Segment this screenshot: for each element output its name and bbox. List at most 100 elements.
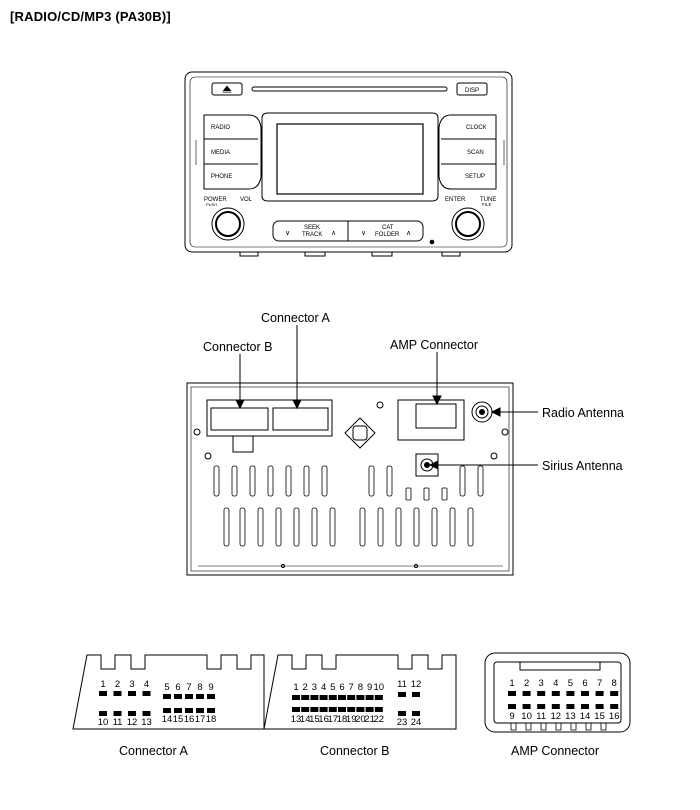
pin-label: 12 (551, 711, 562, 722)
eject-icon[interactable] (222, 85, 232, 93)
seek-up-icon[interactable]: ∧ (331, 230, 336, 237)
pin-label: 2 (115, 679, 120, 690)
pin-label: 22 (374, 714, 385, 725)
track-label[interactable]: TRACK (302, 232, 322, 238)
pin-contact (551, 691, 560, 696)
pin-label: 19 (346, 714, 357, 725)
pin-contact (174, 694, 182, 699)
pin-contact (356, 695, 365, 700)
seek-down-icon[interactable]: ∨ (285, 230, 290, 237)
pin-contact (398, 711, 406, 716)
pin-label: 10 (374, 682, 385, 693)
pin-label: 3 (129, 679, 134, 690)
pin-contact (328, 707, 337, 712)
sirius-antenna-callout: Sirius Antenna (542, 459, 623, 473)
pin-label: 23 (397, 717, 408, 728)
radio-rear-panel (186, 382, 514, 576)
pin-contact (356, 707, 365, 712)
radio-button[interactable]: RADIO (211, 125, 230, 131)
pin-label: 1 (293, 682, 298, 693)
pin-contact (347, 707, 356, 712)
pin-contact (347, 695, 356, 700)
pin-label: 6 (339, 682, 344, 693)
radio-front-panel (184, 71, 513, 257)
connector-b-callout: Connector B (203, 340, 272, 354)
pin-label: 9 (367, 682, 372, 693)
clock-button[interactable]: CLOCK (466, 125, 487, 131)
pin-contact (365, 707, 374, 712)
setup-button[interactable]: SETUP (465, 174, 485, 180)
pin-label: 8 (612, 678, 617, 689)
pin-contact (319, 695, 328, 700)
pin-label: 10 (521, 711, 532, 722)
pin-contact (310, 707, 319, 712)
pin-label: 10 (98, 717, 109, 728)
pin-contact (412, 692, 420, 697)
pin-contact (185, 694, 193, 699)
pin-contact (142, 691, 151, 696)
pin-contact (610, 691, 619, 696)
pin-contact (508, 691, 516, 696)
connector-b-caption: Connector B (320, 744, 389, 758)
phone-button[interactable]: PHONE (211, 174, 232, 180)
pin-label: 7 (349, 682, 354, 693)
pin-contact (551, 704, 560, 709)
pin-label: 21 (364, 714, 375, 725)
pin-label: 13 (291, 714, 302, 725)
pin-contact (508, 704, 516, 709)
folder-label[interactable]: FOLDER (375, 232, 400, 238)
pin-label: 12 (127, 717, 138, 728)
pin-label: 9 (509, 711, 514, 722)
pin-label: 18 (337, 714, 348, 725)
cat-label[interactable]: CAT (382, 225, 394, 231)
file-label: FILE (482, 202, 492, 207)
pin-label: 15 (173, 714, 184, 725)
pin-contact (310, 695, 319, 700)
pin-label: 18 (206, 714, 217, 725)
pin-label: 5 (164, 682, 169, 693)
pin-contact (207, 708, 215, 713)
seek-label[interactable]: SEEK (304, 225, 320, 231)
disp-button[interactable]: DISP (465, 88, 479, 94)
pin-contact (301, 695, 310, 700)
connector-a-pinout (72, 654, 265, 730)
scan-button[interactable]: SCAN (467, 150, 484, 156)
pin-contact (128, 691, 136, 696)
pin-contact (128, 711, 136, 716)
pin-contact (374, 695, 383, 700)
pin-contact (292, 695, 300, 700)
pin-contact (537, 691, 546, 696)
pin-label: 17 (328, 714, 339, 725)
media-button[interactable]: MEDIA (211, 150, 230, 156)
cat-up-icon[interactable]: ∧ (406, 230, 411, 237)
pin-label: 14 (580, 711, 591, 722)
pin-label: 16 (318, 714, 329, 725)
pin-contact (374, 707, 383, 712)
push-label: PUSH (206, 202, 217, 207)
pin-label: 4 (553, 678, 558, 689)
page-title: [RADIO/CD/MP3 (PA30B)] (10, 9, 171, 24)
pin-label: 1 (509, 678, 514, 689)
pin-contact (99, 711, 107, 716)
pin-label: 17 (195, 714, 206, 725)
connector-b-pinout (263, 654, 457, 730)
cat-down-icon[interactable]: ∨ (361, 230, 366, 237)
vol-label: VOL (240, 197, 253, 203)
pin-label: 12 (411, 679, 422, 690)
pin-label: 15 (594, 711, 605, 722)
rear-labels: Connector A Connector B AMP Connector Ra… (203, 311, 624, 473)
pin-label: 7 (186, 682, 191, 693)
pin-label: 14 (162, 714, 173, 725)
connector-a-caption: Connector A (119, 744, 188, 758)
pin-contact (365, 695, 374, 700)
amp-connector-pinout (484, 652, 631, 733)
amp-connector-caption: AMP Connector (511, 744, 599, 758)
pin-label: 5 (330, 682, 335, 693)
rear-vent-slots (213, 465, 484, 547)
pin-contact (595, 691, 604, 696)
pin-contact (338, 707, 346, 712)
pin-contact (566, 691, 575, 696)
enter-label: ENTER (445, 197, 466, 203)
pin-contact (113, 711, 122, 716)
pin-label: 16 (609, 711, 620, 722)
